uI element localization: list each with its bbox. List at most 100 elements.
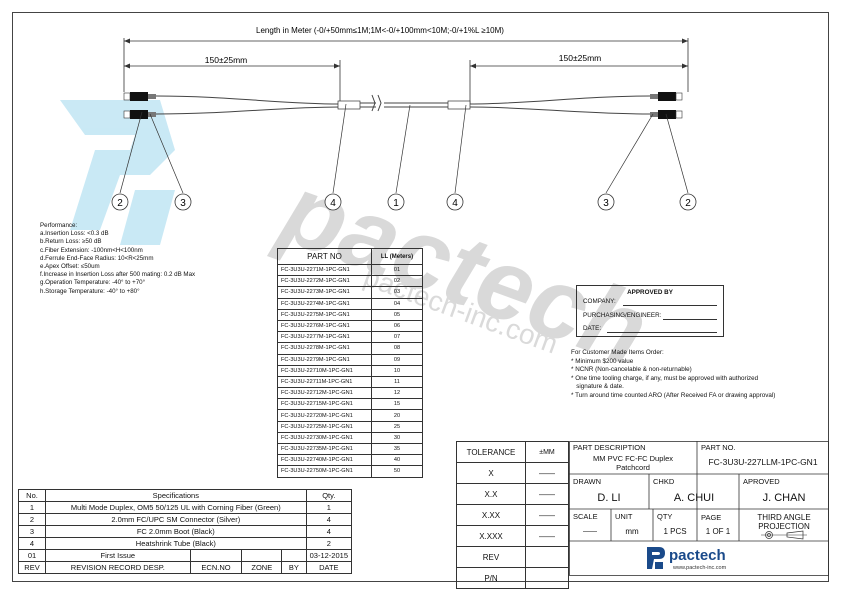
order-notes: For Customer Made Items Order: * Minimum… bbox=[571, 349, 775, 401]
spec-qty: 1 bbox=[305, 501, 353, 514]
length-value: 10 bbox=[371, 364, 423, 377]
spec-description: Multi Mode Duplex, OM5 50/125 UL with Co… bbox=[45, 501, 307, 514]
desc-col-label: REVISION RECORD DESP. bbox=[45, 561, 191, 574]
ecn-col-label: ECN.NO bbox=[189, 561, 243, 574]
spec-qty: 4 bbox=[305, 525, 353, 538]
length-value: 50 bbox=[371, 465, 423, 478]
notes-line: * NCNR (Non-cancelable & non-returnable) bbox=[571, 366, 692, 374]
title-block-grid bbox=[569, 441, 829, 576]
partno-label: PART NO. bbox=[701, 443, 736, 452]
revision-row: 01 First Issue 03-12-2015 bbox=[18, 549, 353, 562]
approval-title: APPROVED BY bbox=[627, 289, 673, 296]
performance-line: f.Increase in Insertion Loss after 500 m… bbox=[40, 271, 196, 279]
revision-description: First Issue bbox=[45, 549, 191, 562]
right-connectors bbox=[447, 92, 683, 119]
company-label: COMPANY: bbox=[583, 298, 616, 305]
part-number: FC-3U3U-22740M-1PC-GN1 bbox=[277, 454, 372, 467]
spec-qty: 4 bbox=[305, 513, 353, 526]
part-number-table: PART NO LL (Meters) FC-3U3U-2271M-1PC-GN… bbox=[277, 248, 423, 478]
breakout-left-label: 150±25mm bbox=[205, 55, 247, 65]
performance-line: g.Operation Temperature: -40° to +70° bbox=[40, 279, 146, 287]
tolerance-row-label: X.X bbox=[456, 483, 526, 505]
pactech-logo-icon bbox=[647, 547, 665, 569]
partno-value: FC-3U3U-227LLM-1PC-GN1 bbox=[708, 457, 818, 467]
part-number: FC-3U3U-22711M-1PC-GN1 bbox=[277, 375, 372, 389]
spec-row: 3 FC 2.0mm Boot (Black) 4 bbox=[18, 525, 353, 538]
tolerance-row-label: REV bbox=[456, 546, 526, 568]
part-number: FC-3U3U-22730M-1PC-GN1 bbox=[277, 431, 372, 445]
chkd-value: A. CHUI bbox=[673, 492, 715, 504]
tolerance-value: —— bbox=[525, 483, 569, 505]
callout-left-2: 2 bbox=[117, 198, 123, 209]
revision-number: 01 bbox=[18, 549, 46, 562]
length-value: 03 bbox=[371, 286, 423, 299]
company-line bbox=[623, 305, 717, 306]
performance-line: c.Fiber Extension: -100nm<H<100nm bbox=[40, 246, 143, 254]
date-label: DATE: bbox=[583, 325, 602, 332]
tolerance-row-label: X bbox=[456, 462, 526, 484]
part-number: FC-3U3U-22750M-1PC-GN1 bbox=[277, 465, 372, 478]
spec-no: 1 bbox=[18, 501, 46, 514]
part-number: FC-3U3U-2272M-1PC-GN1 bbox=[277, 275, 372, 288]
spec-no: 4 bbox=[18, 537, 46, 550]
spec-description: FC 2.0mm Boot (Black) bbox=[45, 525, 307, 538]
length-label: Length in Meter (-0/+50mm≤1M;1M<-0/+100m… bbox=[256, 26, 504, 35]
part-number: FC-3U3U-2278M-1PC-GN1 bbox=[277, 342, 372, 355]
spec-description: 2.0mm FC/UPC SM Connector (Silver) bbox=[45, 513, 307, 526]
performance-title: Performance: bbox=[40, 222, 78, 229]
tolerance-row-label: X.XX bbox=[456, 504, 526, 526]
title-block: PART DESCRIPTION MM PVC FC-FC Duplex Pat… bbox=[569, 441, 829, 576]
callout-right-4: 4 bbox=[452, 198, 458, 209]
callout-left-3: 3 bbox=[180, 198, 186, 209]
drawn-value: D. LI bbox=[597, 492, 621, 504]
purchasing-label: PURCHASING/ENGINEER: bbox=[583, 312, 662, 319]
breakout-right-label: 150±25mm bbox=[559, 53, 601, 63]
tolerance-row-label: X.XXX bbox=[456, 525, 526, 547]
notes-line: * One time tooling charge, if any, must … bbox=[571, 374, 759, 382]
notes-title: For Customer Made Items Order: bbox=[571, 349, 664, 356]
part-number: FC-3U3U-22715M-1PC-GN1 bbox=[277, 398, 372, 411]
part-number: FC-3U3U-2275M-1PC-GN1 bbox=[277, 308, 372, 321]
approved-label: APROVED bbox=[743, 477, 780, 486]
part-number: FC-3U3U-22735M-1PC-GN1 bbox=[277, 442, 372, 456]
length-value: 30 bbox=[371, 431, 423, 445]
logo-text: pactech bbox=[669, 547, 726, 564]
performance-line: a.Insertion Loss: <0.3 dB bbox=[40, 230, 109, 238]
notes-line: * Minimum $200 value bbox=[571, 357, 634, 365]
notes-line: signature & date. bbox=[571, 383, 624, 391]
length-value: 15 bbox=[371, 398, 423, 411]
length-value: 08 bbox=[371, 342, 423, 355]
performance-line: e.Apex Offset: ≤50um bbox=[40, 262, 100, 270]
rev-col-label: REV bbox=[18, 561, 46, 574]
performance-line: h.Storage Temperature: -40° to +80° bbox=[40, 287, 140, 295]
length-value: 06 bbox=[371, 319, 423, 333]
part-no-header: PART NO bbox=[277, 248, 372, 265]
callout-right-2: 2 bbox=[685, 198, 691, 209]
performance-notes: Performance: a.Insertion Loss: <0.3 dB b… bbox=[40, 222, 195, 296]
qty-label: QTY bbox=[657, 512, 673, 521]
spec-row: 4 Heatshrink Tube (Black) 2 bbox=[18, 537, 353, 550]
desc-label: PART DESCRIPTION bbox=[573, 443, 646, 452]
drawn-label: DRAWN bbox=[573, 477, 602, 486]
zone-col-label: ZONE bbox=[241, 561, 283, 574]
page-value: 1 OF 1 bbox=[705, 527, 731, 536]
length-value: 11 bbox=[371, 375, 423, 389]
projection-line-2: PROJECTION bbox=[758, 522, 810, 531]
part-number: FC-3U3U-2276M-1PC-GN1 bbox=[277, 319, 372, 333]
part-number: FC-3U3U-22710M-1PC-GN1 bbox=[277, 364, 372, 377]
tolerance-table: TOLERANCE ±MM X—— X.X—— X.XX—— X.XXX—— R… bbox=[456, 441, 569, 589]
length-value: 04 bbox=[371, 297, 423, 310]
